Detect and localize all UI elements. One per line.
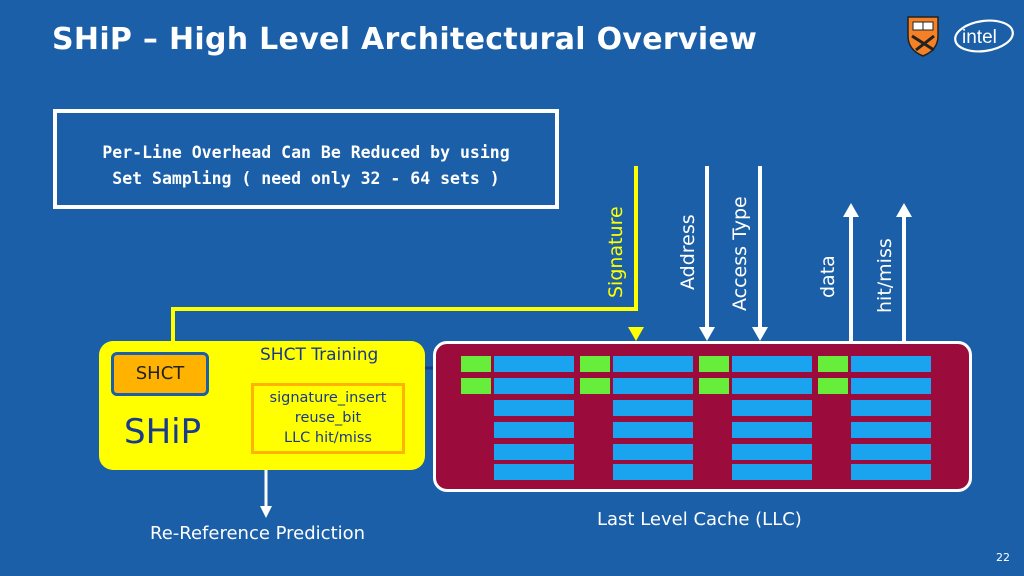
hit-miss-label: hit/miss [874,238,896,313]
training-inputs-box: signature_insert reuse_bit LLC hit/miss [251,383,405,454]
prediction-arrowhead [260,506,272,518]
cache-tag-cell [461,356,491,372]
ship-label: SHiP [124,412,202,452]
cache-block-cell [732,378,812,394]
cache-block-cell [732,444,812,460]
llc-block [433,341,972,492]
cache-block-cell [851,400,931,416]
cache-tag-cell [818,378,848,394]
training-item-signature-insert: signature_insert [269,390,387,406]
cache-block-cell [494,444,574,460]
cache-block-cell [613,378,693,394]
cache-tag-cell [580,356,610,372]
intel-logo: intel [954,19,1014,53]
shct-box: SHCT [111,352,209,396]
set-sampling-note: Per-Line Overhead Can Be Reduced by usin… [53,109,559,209]
cache-block-cell [613,444,693,460]
cache-tag-cell [818,356,848,372]
cache-block-cell [732,464,812,480]
princeton-shield-logo [907,16,939,57]
cache-tag-cell [580,378,610,394]
training-item-llc-hit-miss: LLC hit/miss [284,430,372,446]
access-type-arrowhead [752,327,768,341]
cache-block-cell [851,356,931,372]
cache-block-cell [494,464,574,480]
signature-label: Signature [605,206,627,298]
note-line-1: Per-Line Overhead Can Be Reduced by usin… [102,143,510,162]
cache-block-cell [732,356,812,372]
access-type-label: Access Type [729,196,751,311]
cache-block-cell [494,356,574,372]
cache-block-cell [851,422,931,438]
hit-miss-arrowhead [896,203,912,217]
cache-block-cell [494,422,574,438]
cache-block-cell [494,378,574,394]
data-label: data [817,255,839,298]
cache-tag-cell [699,356,729,372]
re-reference-prediction-label: Re-Reference Prediction [150,523,366,544]
address-label: Address [677,214,699,290]
page-number: 22 [996,551,1010,564]
cache-block-cell [613,400,693,416]
training-item-reuse-bit: reuse_bit [294,410,362,426]
slide-title: SHiP – High Level Architectural Overview [52,22,758,57]
svg-text:intel: intel [962,27,997,48]
signature-wire [171,166,638,341]
note-line-2: Set Sampling ( need only 32 - 64 sets ) [112,169,500,188]
shct-training-label: SHCT Training [260,345,379,365]
cache-block-cell [851,464,931,480]
address-arrowhead [699,327,715,341]
llc-label: Last Level Cache (LLC) [597,509,802,530]
cache-block-cell [732,422,812,438]
cache-tag-cell [461,378,491,394]
data-arrowhead [843,203,859,217]
cache-block-cell [494,400,574,416]
cache-block-cell [851,444,931,460]
cache-block-cell [732,400,812,416]
cache-tag-cell [699,378,729,394]
signature-arrowhead [628,327,644,341]
cache-block-cell [613,422,693,438]
cache-block-cell [851,378,931,394]
cache-block-cell [613,356,693,372]
cache-block-cell [613,464,693,480]
